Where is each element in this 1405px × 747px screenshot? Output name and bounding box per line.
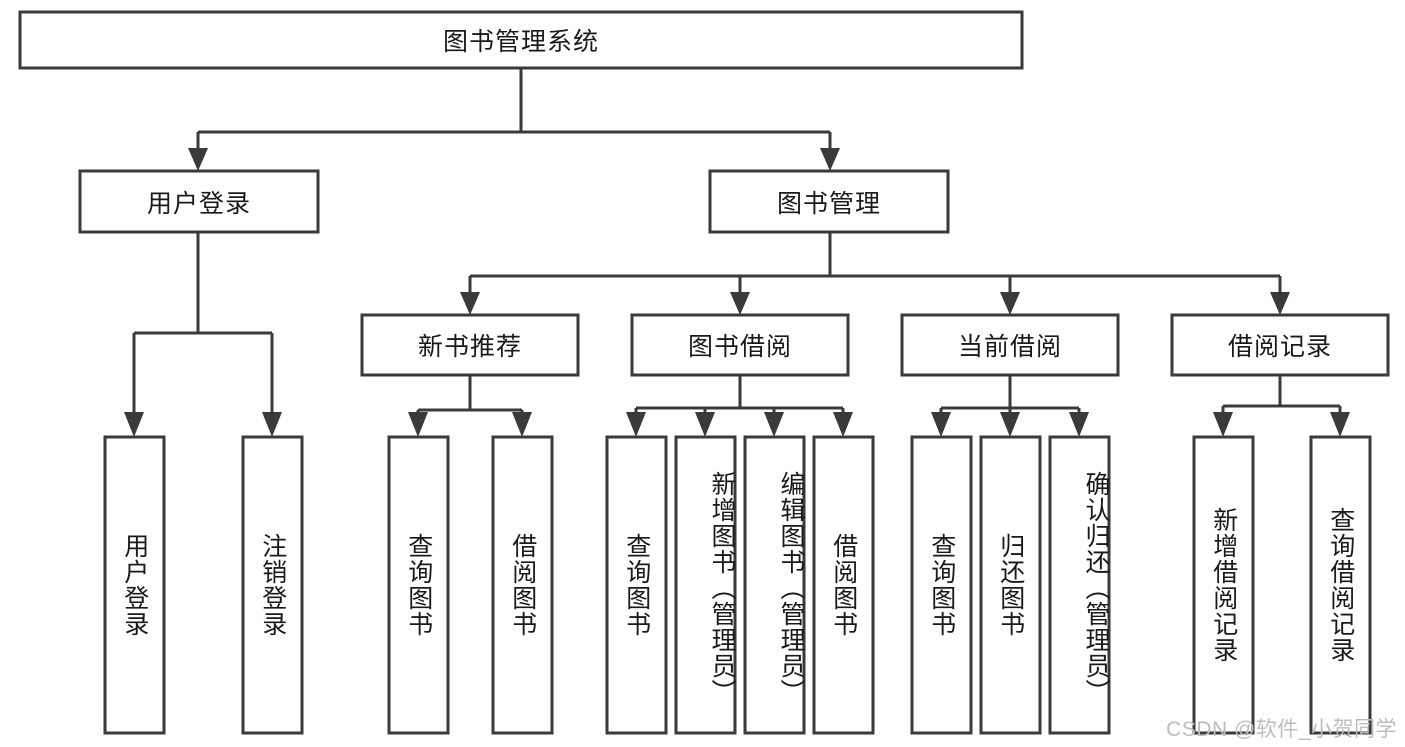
arrow-head-bookborrow-leaf3 bbox=[764, 412, 784, 437]
arrow-head-newbook-leaf1 bbox=[408, 412, 428, 437]
arrow-head-bookborrow bbox=[730, 292, 750, 315]
leaf-current-borrow-1-box[interactable] bbox=[979, 435, 1042, 735]
arrow-head-bookborrow-leaf1 bbox=[626, 412, 646, 437]
arrow-head-currentborrow-leaf2 bbox=[1000, 412, 1020, 437]
leaf-book-borrow-1-box[interactable] bbox=[674, 435, 737, 735]
node-boxes bbox=[18, 10, 1390, 735]
node-root-box[interactable] bbox=[18, 10, 1024, 70]
arrow-head-borrowrecord-leaf1 bbox=[1213, 412, 1233, 437]
node-level1-1-box[interactable] bbox=[708, 169, 950, 234]
arrow-head-borrowrecord bbox=[1270, 292, 1290, 315]
leaf-book-borrow-2-box[interactable] bbox=[743, 435, 806, 735]
arrow-head-bookborrow-leaf2 bbox=[695, 412, 715, 437]
arrow-head-newbook-leaf2 bbox=[512, 412, 532, 437]
leaf-book-borrow-0-box[interactable] bbox=[605, 435, 668, 735]
leaf-new-book-1-box[interactable] bbox=[491, 435, 554, 735]
arrow-head-bookmgmt bbox=[820, 148, 840, 171]
leaf-user-login-0-box[interactable] bbox=[103, 435, 166, 735]
node-level1-0-box[interactable] bbox=[78, 169, 320, 234]
node-level2-0-box[interactable] bbox=[360, 313, 580, 377]
arrow-head-currentborrow bbox=[1000, 292, 1020, 315]
leaf-new-book-0-box[interactable] bbox=[387, 435, 450, 735]
arrow-head-userlogin-leaf1 bbox=[124, 412, 144, 437]
leaf-book-borrow-3-box[interactable] bbox=[812, 435, 875, 735]
arrow-head-userlogin bbox=[188, 148, 208, 171]
arrow-head-borrowrecord-leaf2 bbox=[1330, 412, 1350, 437]
leaf-current-borrow-0-box[interactable] bbox=[910, 435, 973, 735]
connectors bbox=[124, 68, 1350, 437]
arrow-head-userlogin-leaf2 bbox=[262, 412, 282, 437]
node-level2-3-box[interactable] bbox=[1170, 313, 1390, 377]
arrow-head-currentborrow-leaf1 bbox=[931, 412, 951, 437]
leaf-current-borrow-2-box[interactable] bbox=[1048, 435, 1111, 735]
leaf-borrow-record-1-box[interactable] bbox=[1309, 435, 1372, 735]
node-level2-1-box[interactable] bbox=[630, 313, 850, 377]
leaf-borrow-record-0-box[interactable] bbox=[1192, 435, 1255, 735]
node-level2-2-box[interactable] bbox=[900, 313, 1120, 377]
watermark-text: CSDN @软件_小贺同学 bbox=[1166, 718, 1397, 741]
arrow-head-bookborrow-leaf4 bbox=[833, 412, 853, 437]
arrow-head-newbook bbox=[460, 292, 480, 315]
leaf-user-login-1-box[interactable] bbox=[241, 435, 304, 735]
arrow-head-currentborrow-leaf3 bbox=[1069, 412, 1089, 437]
